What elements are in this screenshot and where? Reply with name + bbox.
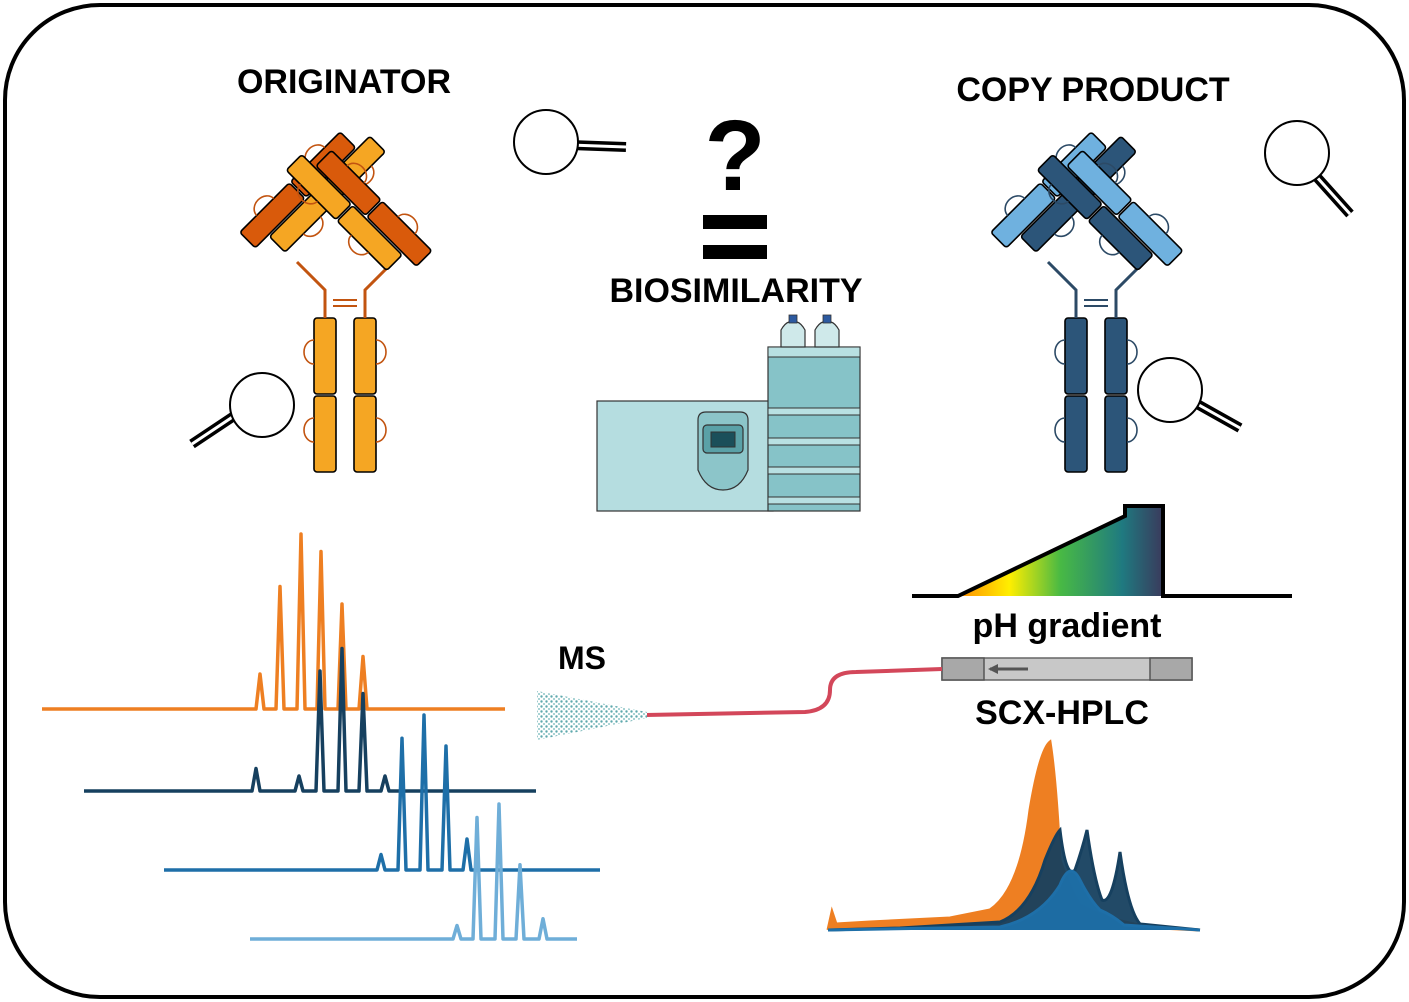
heavy-chain-domain: [286, 155, 351, 220]
heavy-chain-domain: [1088, 205, 1153, 271]
heavy-chain-domain: [313, 395, 337, 473]
capillary-line: [645, 667, 943, 717]
heavy-chain-domain: [313, 317, 337, 395]
glycan-loop: [303, 339, 315, 365]
light-chain-domain: [367, 201, 432, 266]
glycan-loop: [347, 234, 369, 256]
equals-sign: [703, 215, 767, 259]
scx-column-icon: [941, 657, 1193, 681]
magnifier-icon: [189, 372, 295, 449]
light-chain-domain: [1118, 201, 1183, 266]
scx-hplc-label: SCX-HPLC: [975, 694, 1149, 732]
electrospray-icon: [537, 691, 647, 740]
glycan-loop: [1098, 234, 1120, 256]
ms-spectrum-trace: [42, 532, 505, 711]
chromatogram-trace: [827, 869, 1201, 932]
glycan-loop: [397, 213, 419, 235]
scx-chromatogram-chart: [826, 739, 1201, 932]
glycan-loop: [375, 417, 387, 443]
heavy-chain-domain: [1064, 317, 1088, 395]
glycan-loop: [1126, 417, 1138, 443]
chromatogram-trace: [827, 826, 1201, 932]
glycan-loop: [1054, 339, 1066, 365]
ms-spectrum-trace: [84, 646, 536, 793]
glycan-loop: [296, 183, 318, 205]
heavy-chain-domain: [353, 395, 377, 473]
copy-product-antibody: [991, 132, 1183, 473]
heavy-chain-domain: [1104, 317, 1128, 395]
light-chain-domain: [316, 150, 381, 215]
light-chain-domain: [1067, 150, 1132, 215]
magnifier-icon: [1264, 120, 1354, 218]
question-mark: ?: [704, 100, 765, 212]
glycan-loop: [253, 195, 275, 216]
heavy-chain-domain: [1064, 395, 1088, 473]
ms-spectrum-trace: [164, 713, 600, 872]
glycan-loop: [375, 339, 387, 365]
glycan-loop: [1047, 183, 1069, 205]
glycan-loop: [1053, 216, 1075, 238]
ms-spectrum-trace: [250, 802, 577, 941]
ph-gradient-profile: [912, 504, 1292, 598]
glycan-loop: [346, 162, 368, 184]
ms-spectra-chart: [42, 532, 600, 941]
heavy-chain-domain: [1104, 395, 1128, 473]
magnifier-icon: [1137, 357, 1243, 433]
heavy-chain-domain: [1037, 155, 1102, 220]
glycan-loop: [1148, 213, 1170, 235]
glycan-loop: [1126, 339, 1138, 365]
biosimilarity-label: BIOSIMILARITY: [609, 272, 862, 310]
copy-product-label: COPY PRODUCT: [956, 71, 1230, 109]
glycan-loop: [303, 417, 315, 443]
ms-label: MS: [558, 640, 606, 676]
glycan-loop: [1004, 195, 1026, 216]
glycan-loop: [302, 216, 324, 238]
heavy-chain-domain: [337, 205, 402, 271]
heavy-chain-domain: [353, 317, 377, 395]
ph-gradient-label: pH gradient: [973, 607, 1162, 645]
magnifier-icon: [513, 109, 627, 175]
hplc-instrument-icon: [596, 314, 861, 512]
glycan-loop: [1054, 417, 1066, 443]
originator-antibody: [240, 132, 432, 473]
glycan-loop: [1097, 162, 1119, 184]
originator-label: ORIGINATOR: [237, 63, 451, 101]
